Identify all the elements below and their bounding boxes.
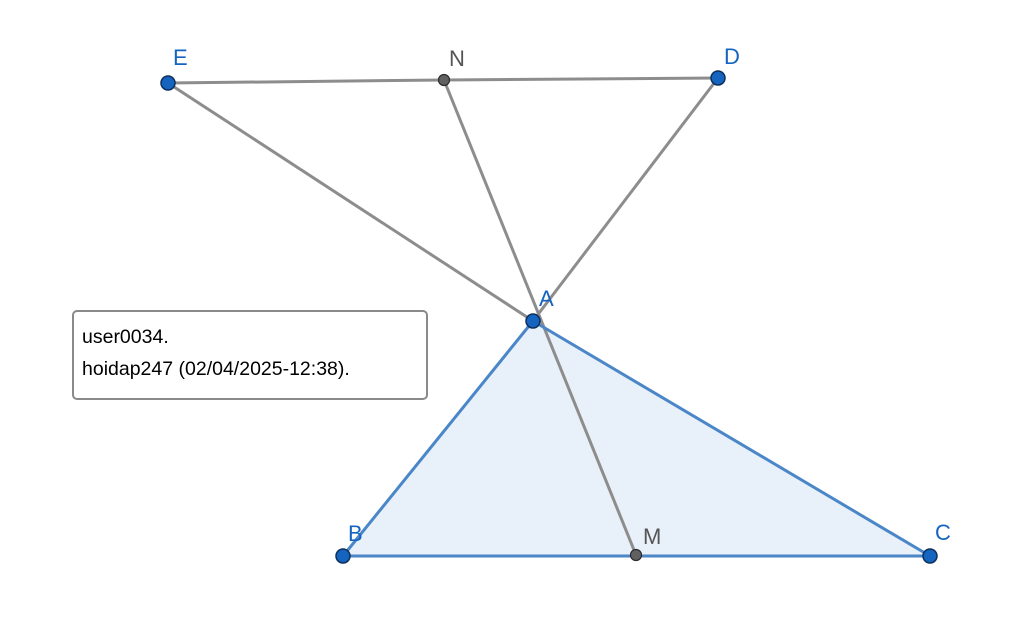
point-n[interactable] xyxy=(437,73,451,87)
point-c[interactable] xyxy=(922,548,938,564)
segment-ea[interactable] xyxy=(167,81,534,323)
label-n: N xyxy=(449,46,465,71)
point-b[interactable] xyxy=(335,548,351,564)
point-e[interactable] xyxy=(160,75,176,91)
label-d: D xyxy=(724,44,740,69)
segment-ab[interactable] xyxy=(341,320,535,557)
caption-textbox[interactable]: user0034. hoidap247 (02/04/2025-12:38). xyxy=(72,310,428,400)
point-m[interactable] xyxy=(629,548,643,562)
segment-nm[interactable] xyxy=(442,79,638,556)
segment-en[interactable] xyxy=(167,78,445,85)
triangle-abc-fill xyxy=(343,321,930,556)
segment-ac[interactable] xyxy=(532,319,931,558)
caption-line-user: user0034. xyxy=(82,326,169,348)
label-e: E xyxy=(173,45,188,70)
label-a: A xyxy=(539,286,554,311)
label-m: M xyxy=(643,524,661,549)
segment-da[interactable] xyxy=(531,77,720,322)
segment-nd[interactable] xyxy=(443,76,719,82)
caption-line-source: hoidap247 (02/04/2025-12:38). xyxy=(82,358,350,380)
label-c: C xyxy=(935,520,951,545)
point-d[interactable] xyxy=(710,70,726,86)
point-a[interactable] xyxy=(525,313,541,329)
label-b: B xyxy=(348,521,363,546)
